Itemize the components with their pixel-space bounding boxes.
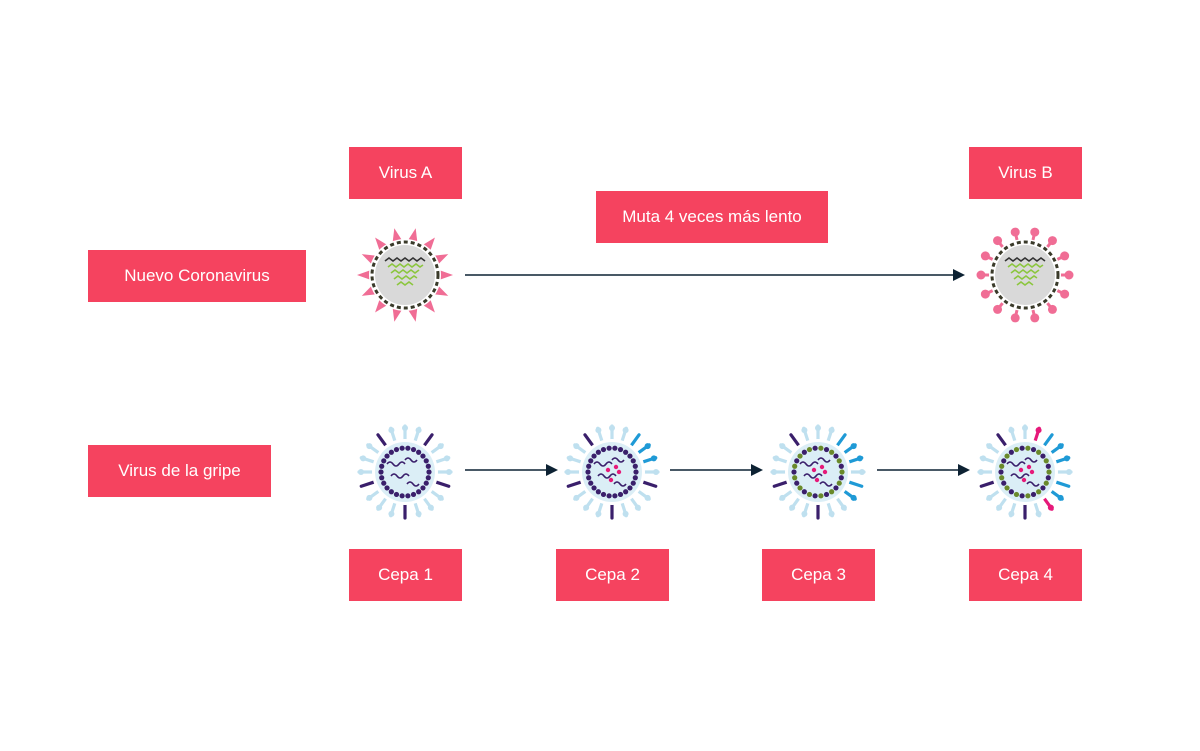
virus-a-label: Virus A xyxy=(349,147,462,199)
strain-label-4: Cepa 4 xyxy=(969,549,1082,601)
strain-arrow xyxy=(877,464,970,476)
strain-label-2: Cepa 2 xyxy=(556,549,669,601)
strain-arrow xyxy=(670,464,763,476)
coronavirus-icon xyxy=(357,228,453,322)
flu-virus-icon xyxy=(564,424,660,520)
virus-b-label: Virus B xyxy=(969,147,1082,199)
spikes xyxy=(357,228,453,322)
strain-arrow xyxy=(465,464,558,476)
strain-label-3: Cepa 3 xyxy=(762,549,875,601)
row-label-flu: Virus de la gripe xyxy=(88,445,271,497)
flu-virus-icon xyxy=(357,424,453,520)
strain-label-1: Cepa 1 xyxy=(349,549,462,601)
mutation-arrow xyxy=(465,269,965,281)
row-label-coronavirus: Nuevo Coronavirus xyxy=(88,250,306,302)
mutation-rate-label: Muta 4 veces más lento xyxy=(596,191,828,243)
flu-virus-icon xyxy=(770,424,866,520)
flu-virus-icon xyxy=(977,424,1073,520)
coronavirus-icon xyxy=(976,227,1074,323)
